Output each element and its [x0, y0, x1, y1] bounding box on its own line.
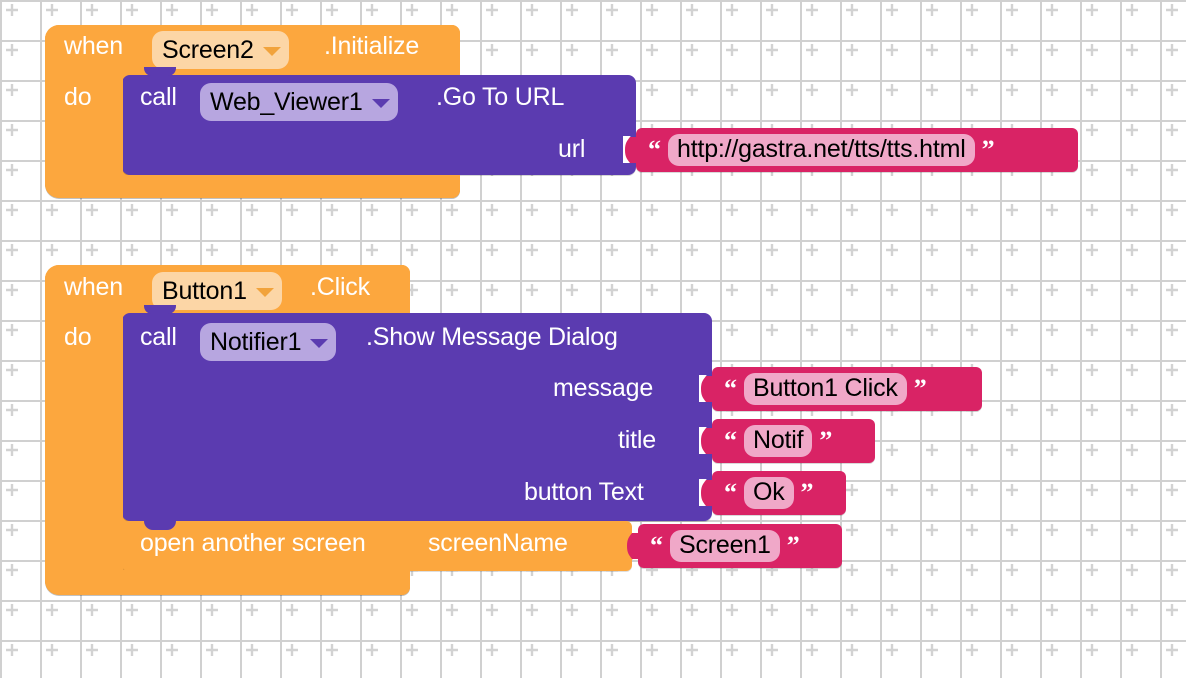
event-block-1-left-column	[45, 60, 123, 180]
do-label-1-redraw: do	[64, 83, 92, 111]
text-block-title[interactable]: “ Notif ”	[712, 419, 875, 463]
value-plug-url	[625, 137, 637, 163]
component-dropdown-button1[interactable]: Button1	[152, 272, 282, 310]
param-label-message: message	[553, 374, 654, 402]
close-quote-icon: ”	[819, 425, 833, 455]
event-name-initialize: .Initialize	[324, 32, 420, 60]
when-label-2: when	[64, 273, 123, 301]
param-label-title: title	[618, 426, 656, 454]
chevron-down-icon	[262, 46, 281, 56]
text-value-title[interactable]: Notif	[744, 425, 813, 457]
call-label-2: call	[140, 323, 177, 351]
open-quote-icon: “	[648, 134, 661, 164]
chevron-down-icon	[371, 98, 390, 108]
event-block-2-left-column	[45, 300, 123, 575]
call-label-1: call	[140, 83, 177, 111]
component-dropdown-notifier1-label: Notifier1	[210, 327, 302, 356]
block-notch-top-3	[144, 520, 176, 530]
open-quote-icon: “	[724, 425, 737, 455]
text-value-screenname[interactable]: Screen1	[670, 530, 780, 562]
text-value-url[interactable]: http://gastra.net/tts/tts.html	[668, 134, 975, 166]
event-block-2-bottom-tail	[45, 570, 410, 595]
text-value-button-text[interactable]: Ok	[744, 477, 794, 509]
text-block-screenname[interactable]: “ Screen1 ”	[638, 524, 842, 568]
value-plug-screenname	[627, 533, 639, 559]
component-dropdown-notifier1[interactable]: Notifier1	[200, 323, 337, 361]
text-block-url[interactable]: “ http://gastra.net/tts/tts.html ”	[636, 128, 1078, 172]
close-quote-icon: ”	[800, 477, 814, 507]
close-quote-icon: ”	[786, 530, 800, 560]
block-notch-top-2	[144, 305, 176, 314]
open-quote-icon: “	[724, 477, 737, 507]
param-label-screenname: screenName	[428, 529, 568, 557]
chevron-down-icon	[310, 338, 329, 348]
block-notch-top-1	[144, 67, 176, 76]
event-name-click: .Click	[310, 273, 370, 301]
param-label-url: url	[558, 135, 586, 163]
statement-label-open-another-screen: open another screen	[140, 529, 366, 557]
do-label-2-redraw: do	[64, 323, 92, 351]
value-plug-button-text	[701, 480, 713, 506]
when-label-1: when	[64, 32, 123, 60]
value-plug-message	[701, 376, 713, 402]
open-quote-icon: “	[650, 530, 663, 560]
method-name-gotourl: .Go To URL	[436, 83, 565, 111]
text-block-button-text[interactable]: “ Ok ”	[712, 471, 846, 515]
component-dropdown-screen2[interactable]: Screen2	[152, 31, 289, 69]
component-dropdown-screen2-label: Screen2	[162, 35, 254, 64]
param-label-button-text: button Text	[524, 478, 644, 506]
control-block-open-another-screen[interactable]	[122, 520, 632, 571]
text-value-message[interactable]: Button1 Click	[744, 373, 907, 405]
close-quote-icon: ”	[981, 134, 995, 164]
method-name-showmessagedialog: .Show Message Dialog	[366, 323, 618, 351]
chevron-down-icon	[255, 287, 274, 297]
value-plug-title	[701, 428, 713, 454]
open-quote-icon: “	[724, 373, 737, 403]
text-block-message[interactable]: “ Button1 Click ”	[712, 367, 982, 411]
component-dropdown-webviewer1[interactable]: Web_Viewer1	[200, 83, 398, 121]
component-dropdown-button1-label: Button1	[162, 276, 247, 305]
close-quote-icon: ”	[913, 373, 927, 403]
event-block-1-bottom-tail	[45, 175, 460, 198]
component-dropdown-webviewer1-label: Web_Viewer1	[210, 87, 363, 116]
